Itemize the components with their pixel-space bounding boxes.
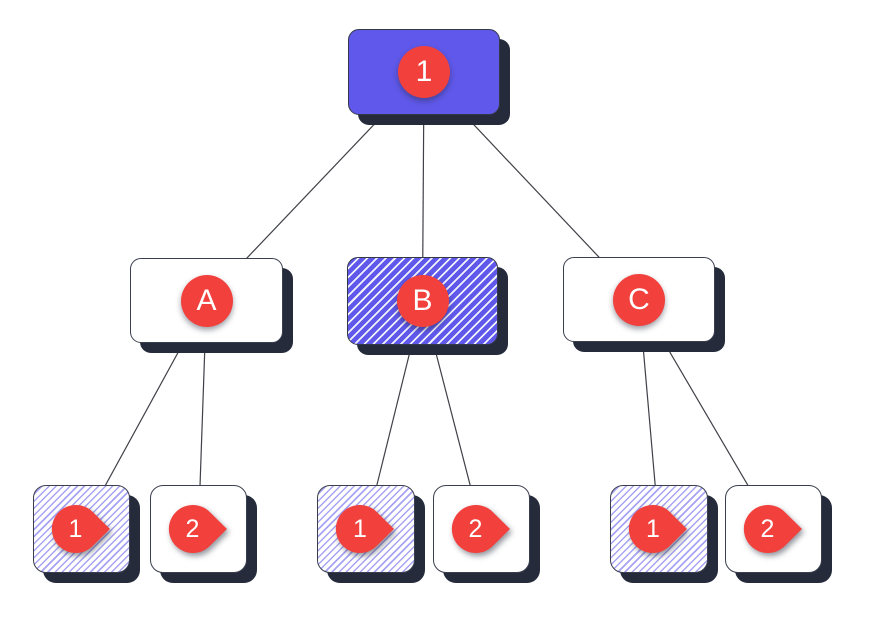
node-a2-label: 2 [185, 514, 200, 543]
play-pin-icon: 2 [167, 501, 231, 557]
node-a1: 1 [33, 485, 130, 573]
node-b-label: B [412, 284, 433, 317]
circle-badge-icon: 1 [398, 46, 450, 98]
node-c2-label: 2 [760, 514, 775, 543]
play-pin-icon: 2 [450, 501, 514, 557]
node-c1-label: 1 [646, 514, 660, 543]
node-b2: 2 [433, 485, 530, 573]
node-c: C [563, 257, 715, 342]
node-a1-label: 1 [68, 514, 83, 543]
node-root-label: 1 [415, 55, 433, 88]
play-pin-icon: 1 [627, 501, 691, 557]
node-b1-label: 1 [353, 514, 367, 543]
node-a-label: A [196, 283, 217, 317]
node-a2: 2 [150, 485, 247, 573]
node-c1: 1 [610, 485, 708, 573]
node-b1: 1 [317, 485, 415, 573]
circle-badge-icon: A [180, 274, 233, 327]
circle-badge-icon: C [613, 273, 665, 326]
play-pin-icon: 1 [50, 501, 114, 557]
node-a: A [130, 258, 283, 343]
play-pin-icon: 2 [742, 501, 806, 557]
node-c-label: C [628, 282, 650, 316]
node-b2-label: 2 [468, 514, 483, 543]
node-b: B [347, 257, 498, 345]
node-c2: 2 [725, 485, 822, 573]
play-pin-icon: 1 [334, 501, 398, 557]
node-root: 1 [348, 29, 500, 115]
circle-badge-icon: B [396, 275, 449, 327]
